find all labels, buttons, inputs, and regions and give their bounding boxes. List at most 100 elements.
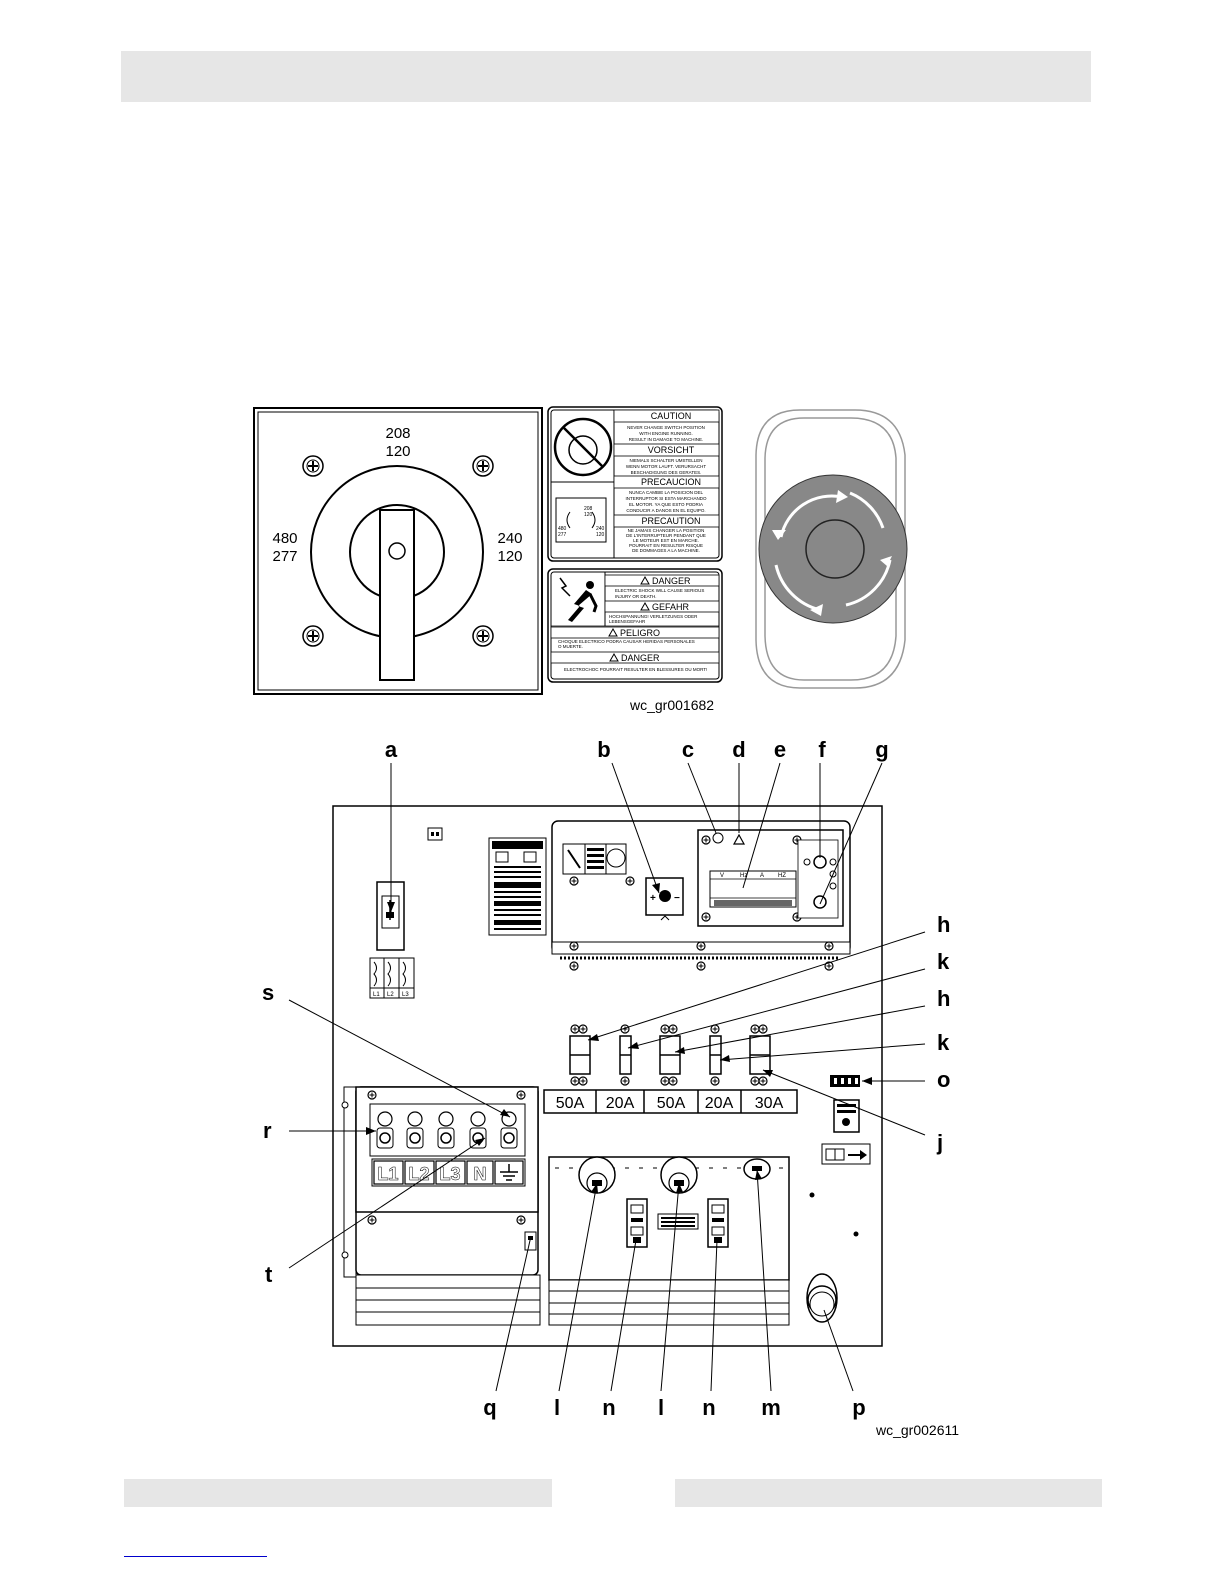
precaucion-text: INTERRUPTOR SI ESTA MARCHANDO (625, 496, 707, 501)
gefahr-text: LEBENSGEFAHR (609, 619, 646, 624)
position-top-voltage-1: 208 (385, 425, 410, 442)
phase-decal (369, 957, 415, 999)
footer-bar-left (124, 1479, 552, 1507)
terminal-label: L2 (408, 1164, 429, 1184)
danger-fr-text: ELECTROCHOC POURRAIT RESULTER EN BLESSUR… (564, 667, 707, 672)
precaution-text: NE JAMAIS CHANGER LA POSITION (628, 528, 705, 533)
meter-header: Hz (740, 873, 747, 879)
electric-shock-icon (559, 577, 598, 622)
callout-letter: g (875, 737, 888, 762)
warning-triangle-icon (640, 601, 650, 611)
svg-text:+: + (650, 893, 656, 904)
callout-letter: n (702, 1395, 715, 1420)
precaucion-text: EL MOTOR. YA QUE ESTO PODRIA (629, 502, 703, 507)
leader-lines (288, 762, 926, 1392)
warning-triangle-icon (609, 652, 619, 662)
callout-letter: p (852, 1395, 865, 1420)
peligro-text: CHOQUE ELECTRICO PODRA CAUSAR HERIDAS PE… (558, 639, 695, 644)
precaution-text: DE L'INTERRUPTEUR PENDANT QUE (626, 533, 706, 538)
callout-letter: t (265, 1262, 273, 1287)
breaker-rating: 50A (556, 1095, 585, 1112)
mini-position-text: 120 (596, 532, 605, 538)
footer-bar-right (675, 1479, 1102, 1507)
lug-terminal-box: L1 L2 L3 N (341, 1086, 541, 1326)
precaucion-text: CONDUCIR A DANOS EN EL EQUIPO. (626, 508, 705, 513)
leader-arrowheads (366, 883, 872, 1193)
callout-letter: b (597, 737, 610, 762)
terminal-lug-l1 (376, 1111, 394, 1149)
precaucion-heading: PRECAUCION (641, 477, 701, 487)
position-right-voltage-2: 120 (497, 548, 522, 565)
meter-header: HZ (778, 873, 786, 879)
danger-text: INJURY OR DEATH. (615, 594, 657, 599)
terminal-label: L1 (377, 1164, 398, 1184)
warning-decal (488, 837, 547, 936)
warning-triangle-icon (608, 627, 618, 637)
peligro-heading: PELIGRO (620, 628, 660, 638)
breaker-row: 50A 20A 50A 20A 30A (543, 1024, 798, 1114)
control-panel: L1 L2 L3 (332, 805, 883, 1347)
callout-letter: a (385, 737, 398, 762)
warning-triangle-icon (640, 575, 650, 585)
callout-letter: k (937, 1030, 950, 1055)
caution-text: WITH ENGINE RUNNING. (639, 431, 693, 436)
terminal-label: N (474, 1164, 487, 1184)
danger-fr-heading: DANGER (621, 653, 660, 663)
callout-letter: j (936, 1130, 943, 1155)
meter-header: V (720, 873, 724, 879)
caution-decal: 208 120 480 277 240 120 CAUTION NEVER CH… (547, 406, 723, 562)
connector-strip (830, 1075, 860, 1087)
callout-letter: s (262, 980, 274, 1005)
callout-letter: f (818, 737, 826, 762)
position-top-voltage-2: 120 (385, 443, 410, 460)
phase-label: L1 (373, 992, 380, 998)
breaker-rating: 30A (755, 1095, 784, 1112)
twist-lock-receptacle-50a (660, 1156, 698, 1194)
gefahr-heading: GEFAHR (652, 602, 690, 612)
danger-heading: DANGER (652, 576, 691, 586)
vorsicht-text: BESCHADIGUNG DES GERATES. (631, 470, 702, 475)
screw-icon (472, 625, 494, 647)
selector-switch-plate: 208 120 480 277 240 120 (253, 407, 543, 695)
position-left-voltage-2: 277 (272, 548, 297, 565)
peligro-text: O MUERTE. (558, 644, 583, 649)
terminal-lug-l3 (437, 1111, 455, 1149)
position-left-voltage-1: 480 (272, 530, 297, 547)
breaker-rating: 20A (705, 1095, 734, 1112)
mini-position-text: 240 (596, 526, 605, 532)
callout-letter: r (263, 1118, 272, 1143)
precaution-text: POURRAIT EN RESULTER RISQUE (629, 543, 703, 548)
emergency-stop-button (755, 409, 908, 689)
figure1-caption: wc_gr001682 (629, 697, 714, 713)
gefahr-text: HOCHSPANNUNG! VERLETZUNGS ODER (609, 614, 698, 619)
callout-letter: k (937, 949, 950, 974)
callout-letter: q (483, 1395, 496, 1420)
figure2-caption: wc_gr002611 (875, 1422, 959, 1438)
warning-triangle-icon (732, 833, 746, 845)
terminal-lug-l2 (406, 1111, 424, 1149)
footer-link[interactable] (124, 1556, 267, 1557)
meter-header: A (760, 873, 764, 879)
mini-position-text: 208 (584, 506, 593, 512)
vorsicht-heading: VORSICHT (648, 445, 695, 455)
precaution-text: LE MOTEUR EST EN MARCHE. (633, 538, 699, 543)
screw-icon (302, 625, 324, 647)
ground-icon (500, 1164, 518, 1181)
caution-text: RESULT IN DAMAGE TO MACHINE. (629, 437, 703, 442)
header-bar (121, 51, 1091, 102)
breaker-rating: 50A (657, 1095, 686, 1112)
svg-text:−: − (674, 893, 680, 904)
screw-icon (302, 455, 324, 477)
phase-label: L2 (387, 992, 394, 998)
vorsicht-text: WENN MOTOR LAUFT. VERURSACHT (626, 464, 706, 469)
callout-letter: l (554, 1395, 560, 1420)
breaker-rating: 20A (606, 1095, 635, 1112)
callout-letter: h (937, 912, 950, 937)
mini-position-text: 120 (584, 512, 593, 518)
precaution-text: DE DOMMAGES A LA MACHINE. (632, 548, 700, 553)
danger-decal: DANGER ELECTRIC SHOCK WILL CAUSE SERIOUS… (547, 568, 723, 683)
terminal-lug-ground (500, 1111, 518, 1149)
terminal-label: L3 (439, 1164, 460, 1184)
hour-meter-icon (813, 895, 827, 909)
position-right-voltage-1: 240 (497, 530, 522, 547)
